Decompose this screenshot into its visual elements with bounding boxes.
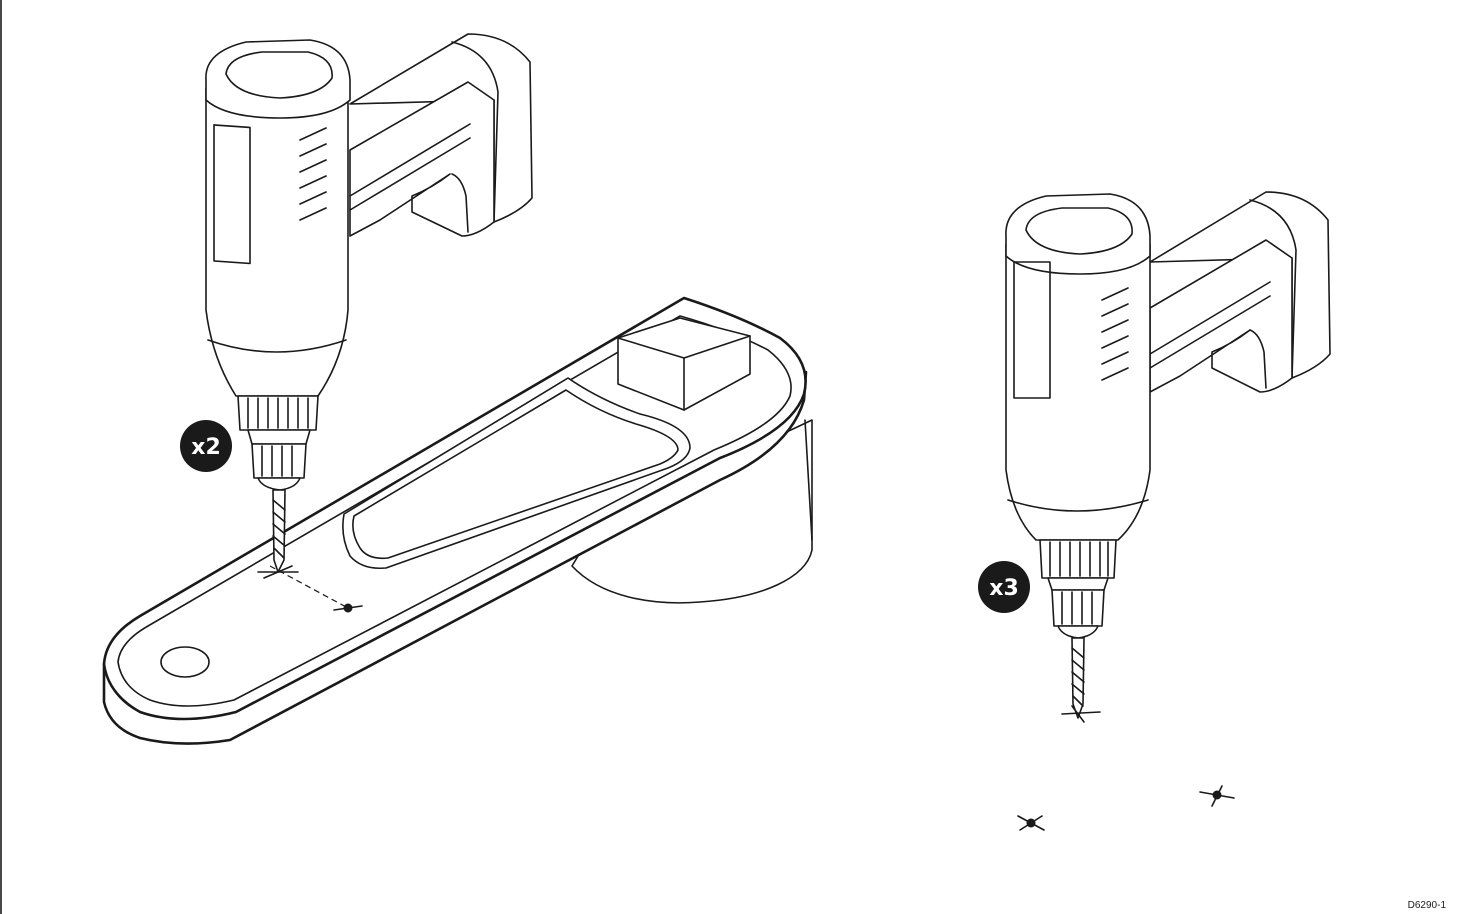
quantity-badge-x2: x2 xyxy=(180,420,232,472)
power-drill-icon xyxy=(1005,191,1331,723)
quantity-badge-x3: x3 xyxy=(978,561,1030,613)
crosshair-mark-icon xyxy=(1017,815,1045,831)
mounting-bracket-icon xyxy=(102,296,813,745)
bracket-hole xyxy=(160,646,210,678)
badge-label: x2 xyxy=(191,435,221,460)
left-drill: x2 xyxy=(180,33,533,579)
power-drill-icon xyxy=(205,33,533,579)
crosshair-mark-icon xyxy=(1199,785,1235,807)
badge-label: x3 xyxy=(989,576,1019,601)
right-drill: x3 xyxy=(978,191,1331,831)
crosshair-mark-icon xyxy=(343,603,353,613)
figure-reference: D6290-1 xyxy=(1408,900,1447,911)
